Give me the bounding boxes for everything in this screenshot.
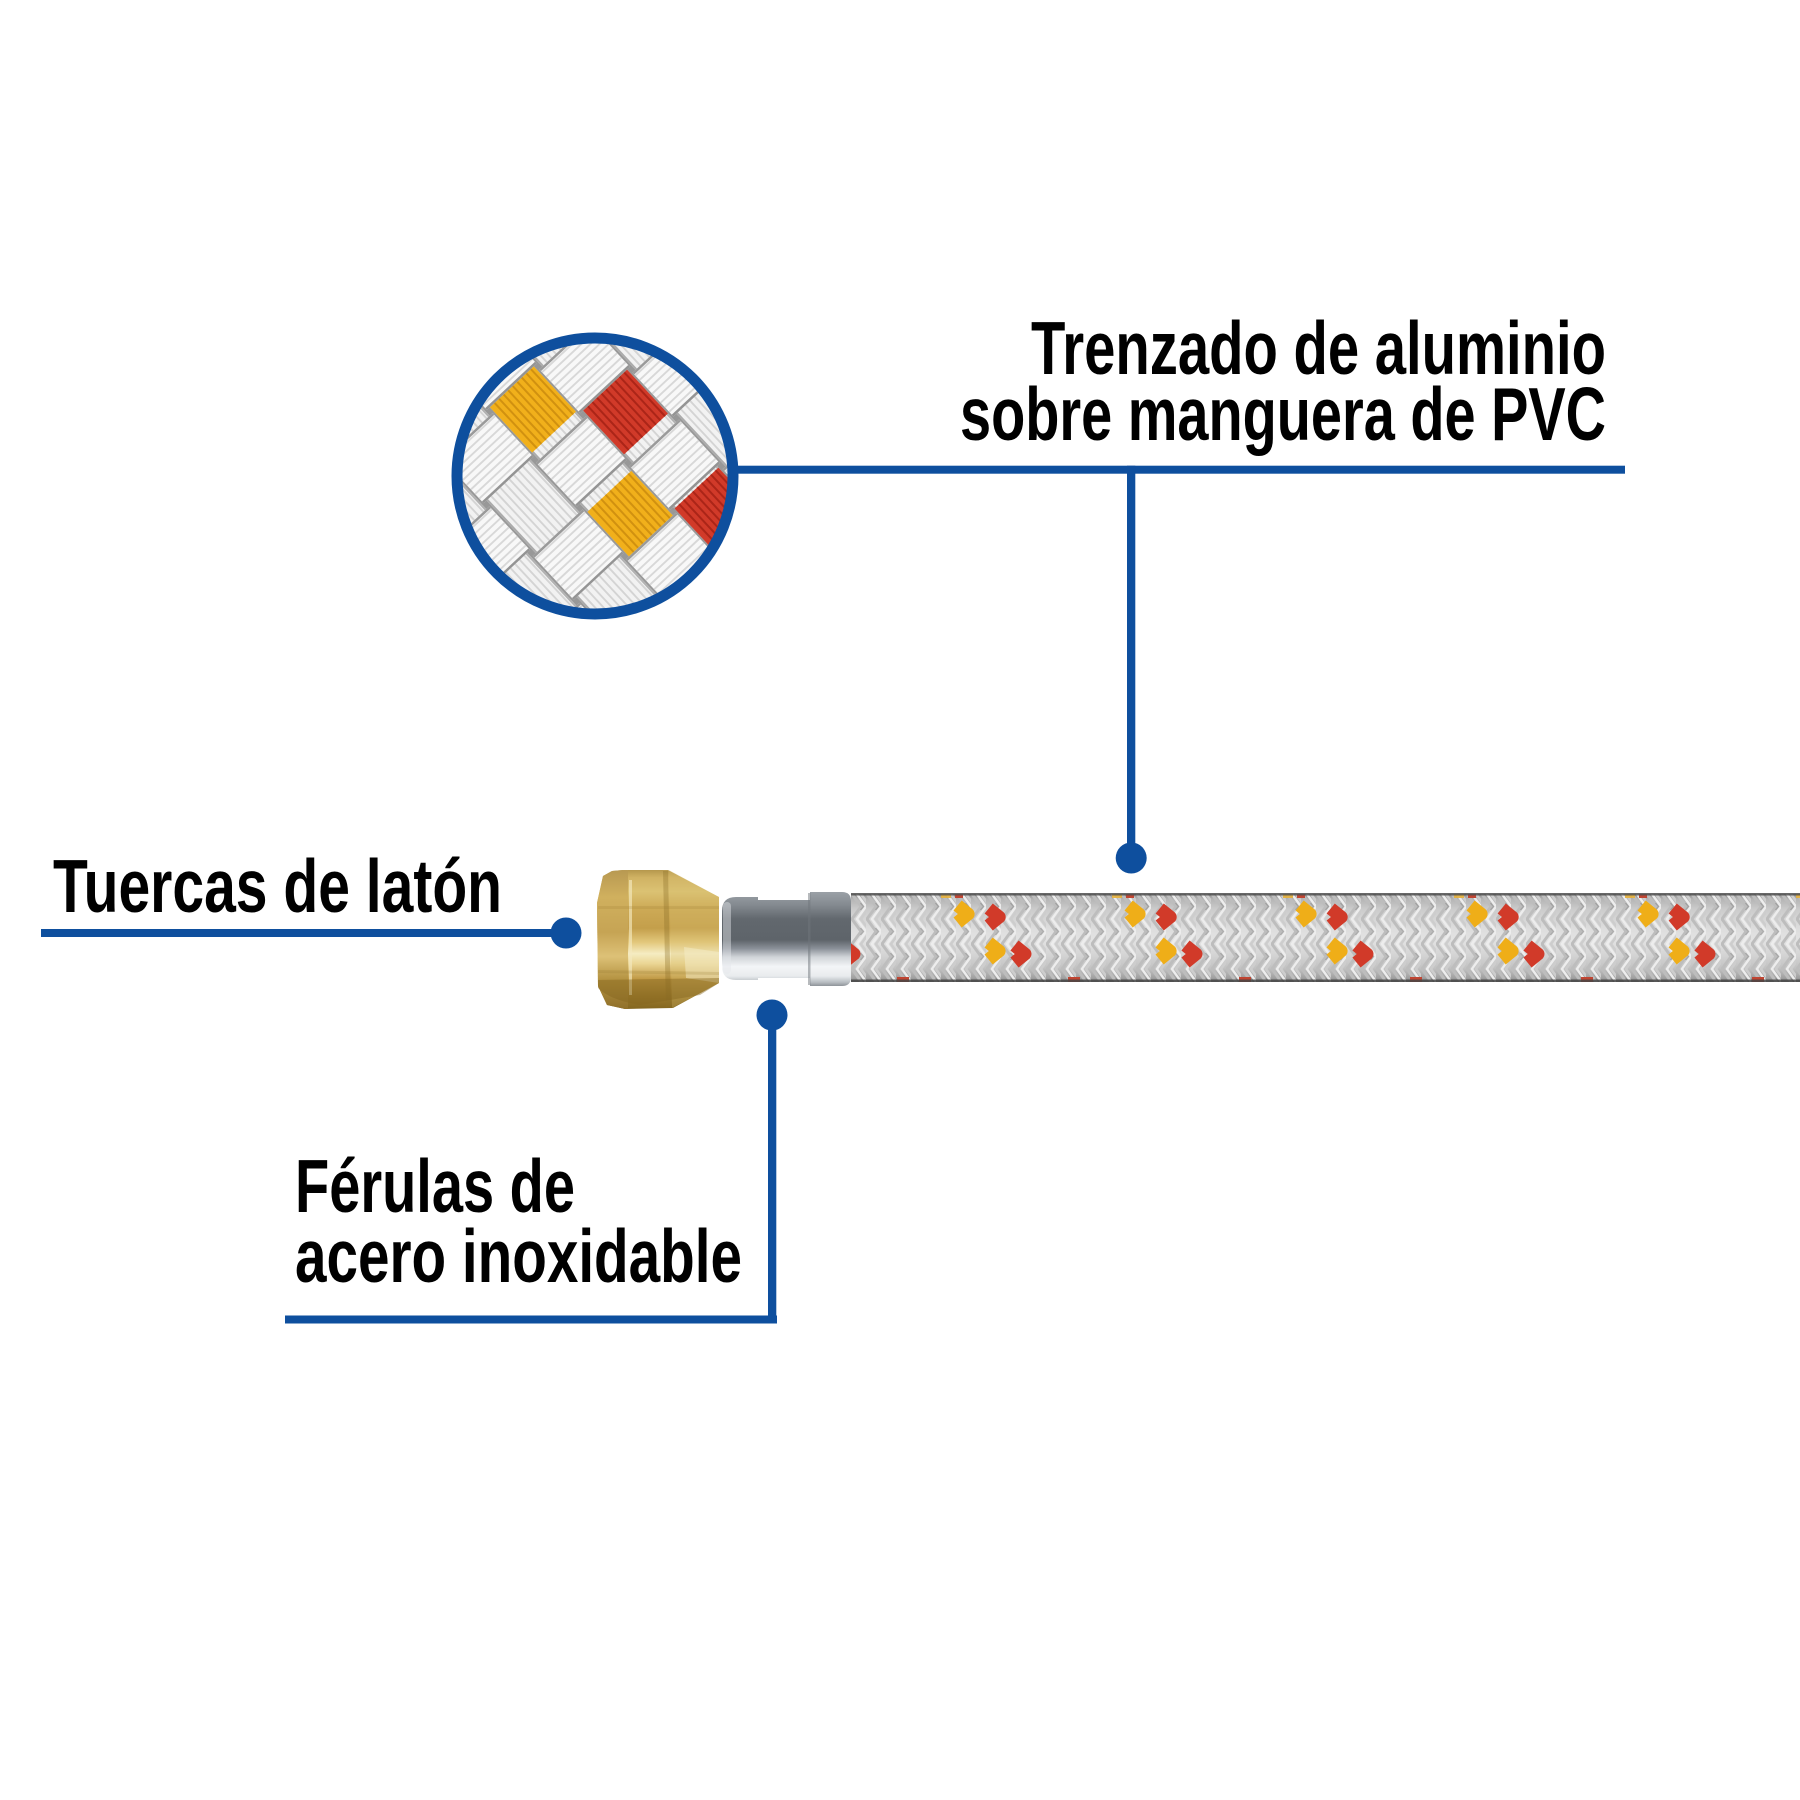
svg-text:Trenzado de aluminio: Trenzado de aluminio (1031, 306, 1606, 390)
svg-text:Tuercas de latón: Tuercas de latón (53, 844, 502, 928)
svg-text:Férulas de: Férulas de (295, 1144, 575, 1228)
svg-text:acero inoxidable: acero inoxidable (295, 1214, 742, 1298)
svg-text:sobre manguera de PVC: sobre manguera de PVC (960, 372, 1606, 456)
